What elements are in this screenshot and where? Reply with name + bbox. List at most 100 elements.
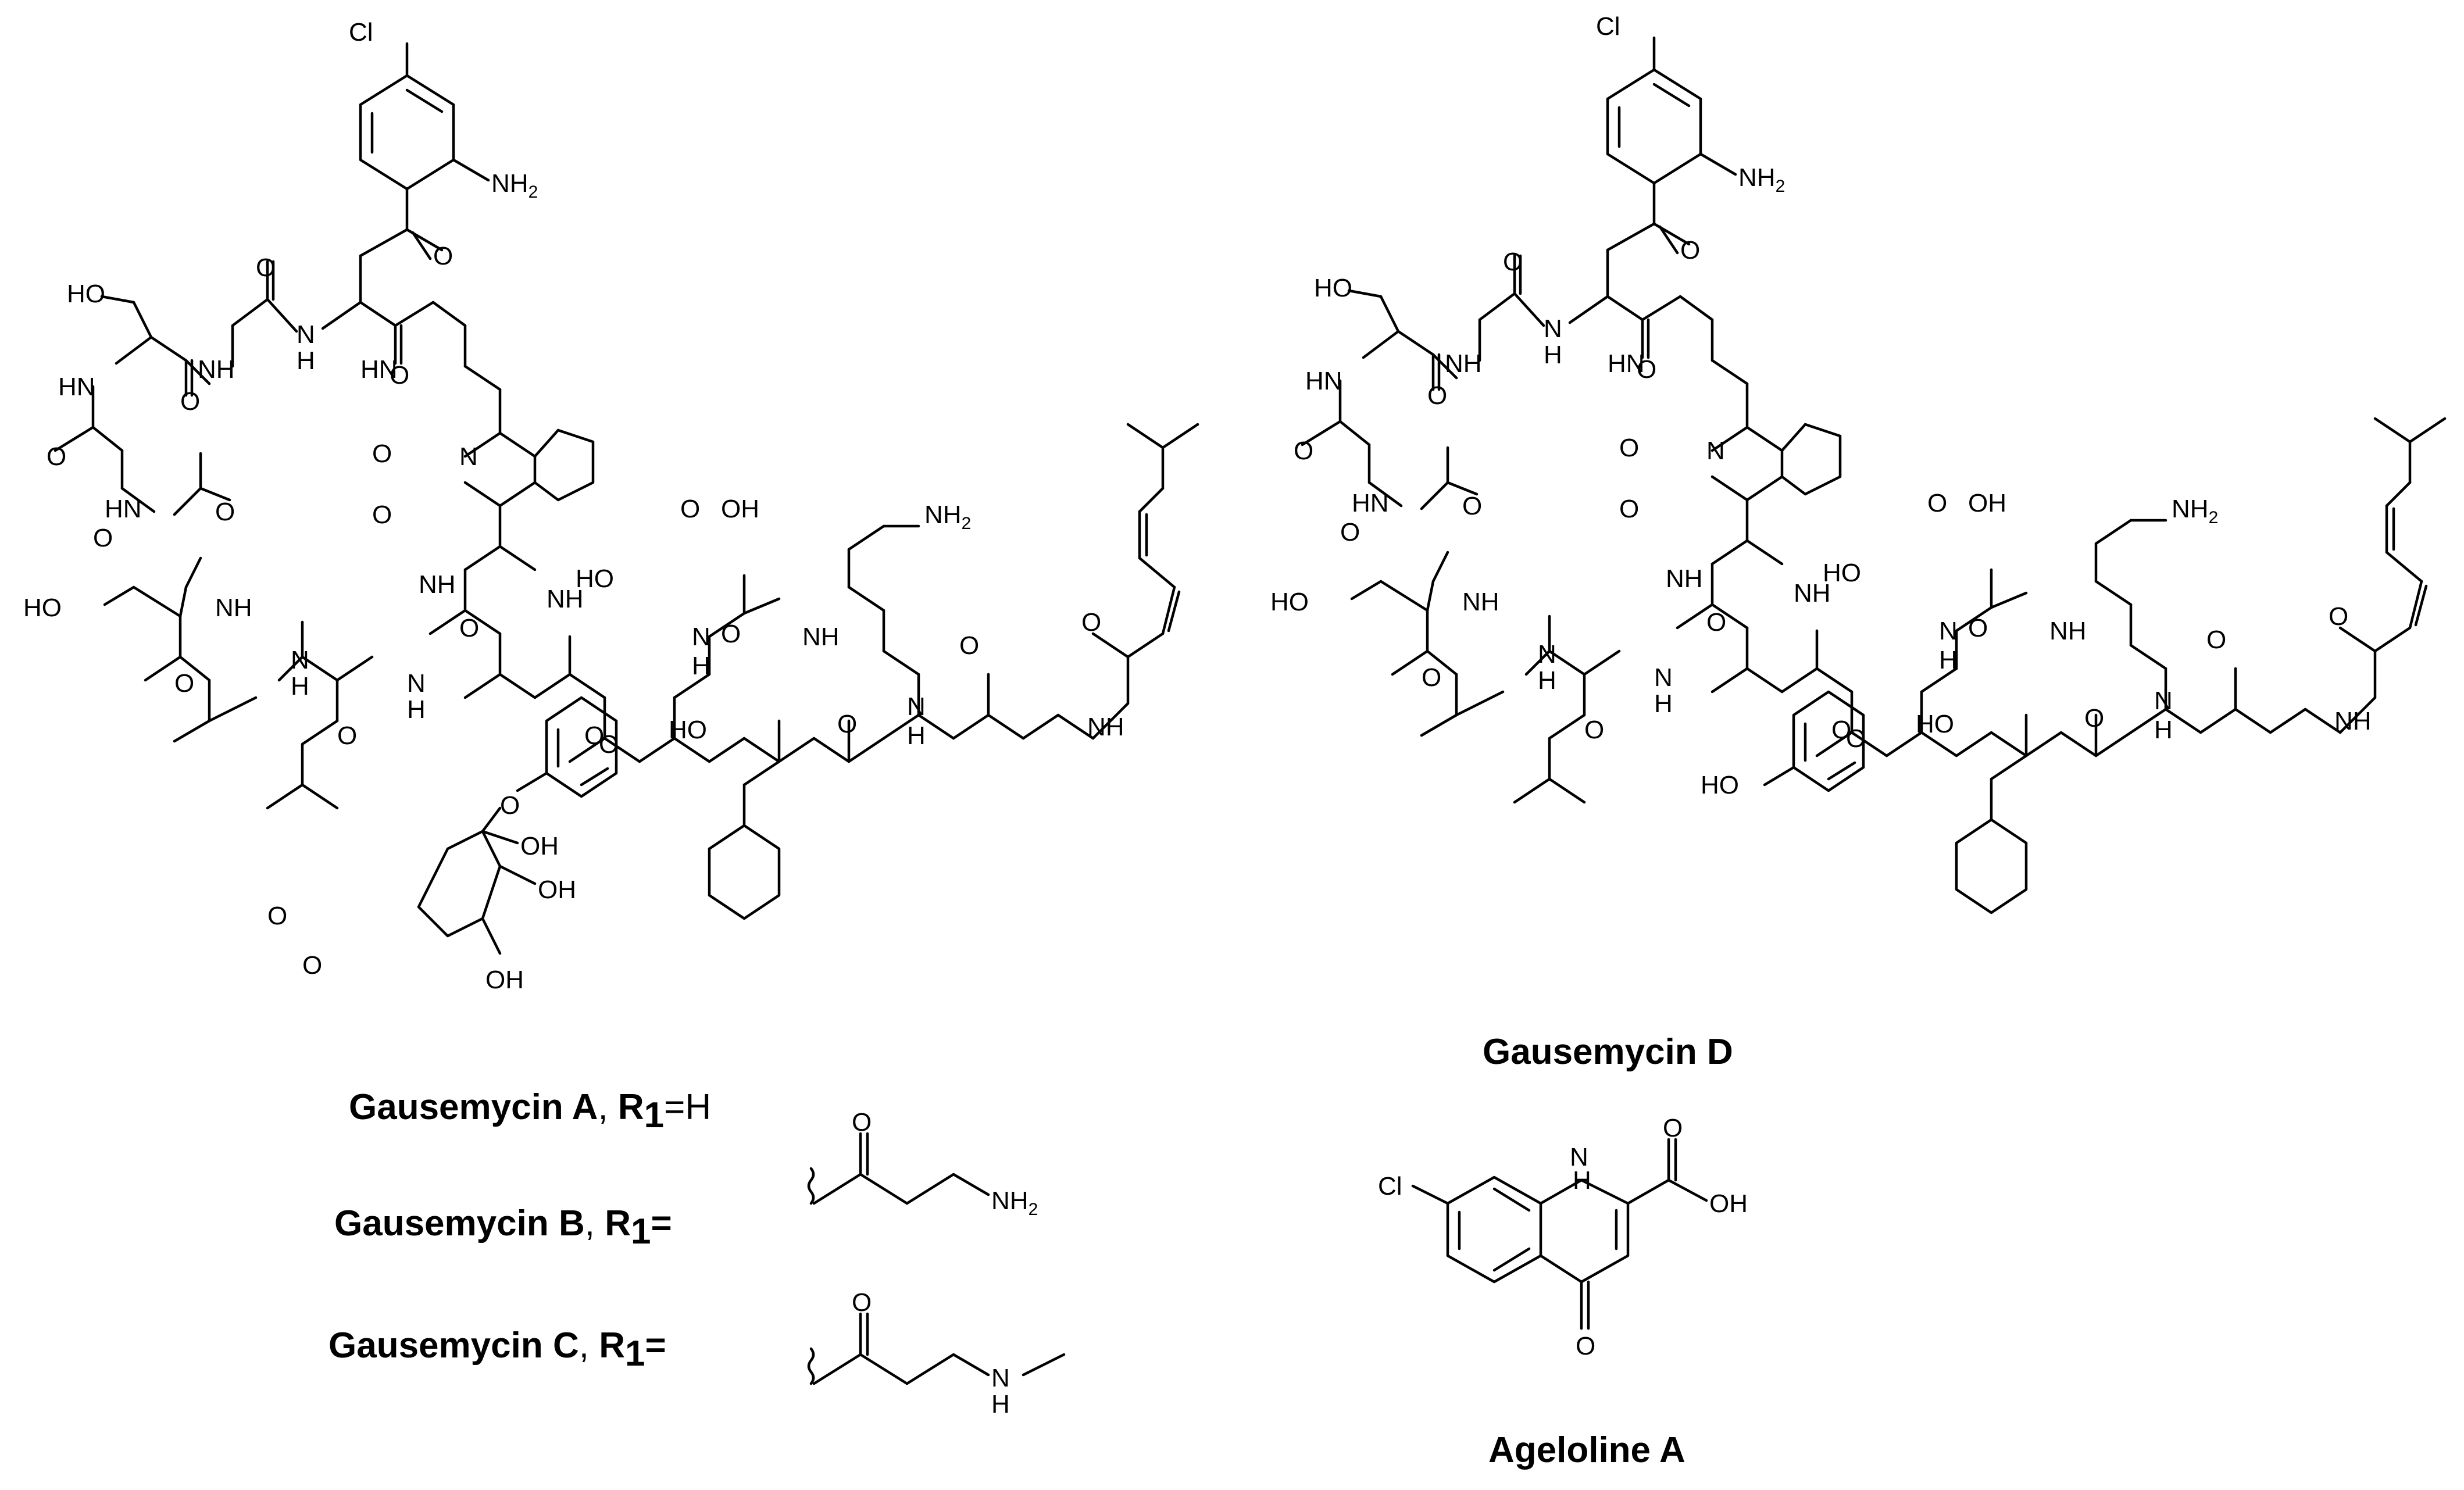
atom-o: O [337, 721, 357, 750]
atom-o: O [1968, 614, 1988, 642]
atom-o: O [1340, 518, 1360, 546]
atom-nh: NH [1462, 588, 1499, 616]
atom-oh: OH [485, 966, 524, 994]
atom-cl: Cl [1378, 1172, 1402, 1200]
atom-oh: OH [520, 832, 559, 860]
atom-o: O [180, 387, 200, 416]
atom-o: O [1427, 381, 1447, 410]
atom-o: O [93, 524, 113, 552]
atom-nh: NH [1445, 349, 1482, 378]
atom-n: N [1570, 1143, 1588, 1171]
substituent-c: O N H [807, 1288, 1066, 1418]
atom-h: H [692, 652, 710, 680]
atom-n: N [297, 320, 315, 349]
atom-n: N [1538, 640, 1556, 669]
substituent-b: O NH2 [807, 1108, 1038, 1219]
atom-o: O [1584, 716, 1604, 744]
atom-hn: HN [1352, 489, 1389, 517]
atom-ho: HO [1314, 274, 1352, 302]
atom-o: O [852, 1288, 872, 1317]
atom-nh: NH [2334, 707, 2372, 735]
atom-o: O [390, 361, 409, 390]
atom-nh: NH [1794, 579, 1831, 608]
atom-h: H [1544, 341, 1562, 369]
atom-o: O [1706, 608, 1726, 637]
atom-n: N [291, 646, 309, 674]
atom-h: H [1573, 1166, 1591, 1195]
atom-o: O [599, 730, 619, 759]
atom-o: O [500, 791, 520, 820]
atom-ho: HO [1270, 588, 1309, 616]
atom-ho: HO [669, 716, 707, 744]
atom-nh2: NH2 [2172, 495, 2218, 527]
atom-nh: NH [215, 594, 252, 622]
atom-o: O [1576, 1332, 1595, 1360]
atom-n: N [407, 669, 426, 698]
atom-oh: OH [538, 876, 576, 904]
atom-o: O [1831, 716, 1851, 744]
atom-ho: HO [1916, 710, 1954, 738]
atom-oh: OH [1968, 489, 2006, 517]
atom-h: H [407, 695, 426, 724]
caption-gausemycin-a: Gausemycin A, R1=H [349, 1087, 711, 1135]
captions: Gausemycin A, R1=H Gausemycin B, R1= Gau… [328, 1032, 1733, 1470]
atom-nh2: NH2 [491, 169, 538, 202]
atom-hn: HN [1608, 349, 1645, 378]
atom-o: O [1663, 1114, 1683, 1142]
atom-o: O [1619, 434, 1639, 462]
atom-o: O [47, 442, 66, 471]
atom-h: H [1939, 646, 1958, 674]
atom-o: O [267, 902, 287, 930]
atom-nh: NH [1666, 564, 1703, 593]
atom-o: O [1294, 437, 1313, 465]
atom-cl: Cl [349, 18, 373, 47]
atom-o: O [174, 669, 194, 698]
atom-nh: NH [547, 585, 584, 613]
ageloline-a-structure: Cl N H O OH O [1378, 1114, 1748, 1360]
caption-gausemycin-c: Gausemycin C, R1= [328, 1325, 666, 1374]
atom-o: O [1422, 663, 1441, 692]
caption-gausemycin-d: Gausemycin D [1483, 1032, 1733, 1072]
atom-o: O [459, 614, 479, 642]
atom-o: O [1927, 489, 1947, 517]
gausemycin-abc-structure [53, 42, 1199, 955]
atom-nh: NH [1087, 713, 1124, 741]
gausemycin-d-structure: Cl NH2 O HO N H NH HN O HN O O O HN O O … [1270, 12, 2447, 914]
atom-o: O [215, 498, 235, 526]
atom-n: N [2154, 687, 2173, 715]
wavy-bond-c [807, 1347, 815, 1385]
atom-o: O [680, 495, 700, 523]
atom-nh: NH [802, 623, 840, 651]
gausemycin-abc-labels: Cl NH2 O HO N H NH HN O HN O O O HN O O … [23, 18, 1124, 994]
atom-o: O [837, 710, 857, 738]
atom-o: O [2329, 602, 2348, 631]
atom-n: N [459, 442, 478, 471]
atom-n: N [1706, 437, 1725, 465]
atom-ho: HO [1701, 771, 1739, 799]
atom-o: O [584, 721, 604, 750]
atom-nh: NH [419, 570, 456, 599]
atom-h: H [297, 346, 315, 375]
atom-o: O [852, 1108, 872, 1137]
atom-nh2: NH2 [924, 501, 971, 533]
atom-o: O [433, 242, 453, 270]
atom-n: N [907, 692, 926, 721]
bond-ring-1 [359, 74, 455, 191]
wavy-bond-b [807, 1167, 815, 1205]
atom-o: O [302, 951, 322, 980]
atom-o: O [1503, 248, 1523, 276]
caption-ageloline-a: Ageloline A [1488, 1430, 1685, 1470]
atom-n: N [1544, 315, 1562, 343]
atom-oh: OH [1709, 1189, 1748, 1218]
atom-ho: HO [23, 594, 62, 622]
atom-ho: HO [1823, 559, 1861, 587]
atom-o: O [959, 631, 979, 660]
atom-n: N [692, 623, 710, 651]
atom-o: O [256, 253, 276, 282]
atom-hn: HN [360, 355, 398, 384]
atom-o: O [1680, 236, 1700, 265]
atom-h: H [1654, 689, 1673, 718]
atom-o: O [721, 620, 741, 648]
